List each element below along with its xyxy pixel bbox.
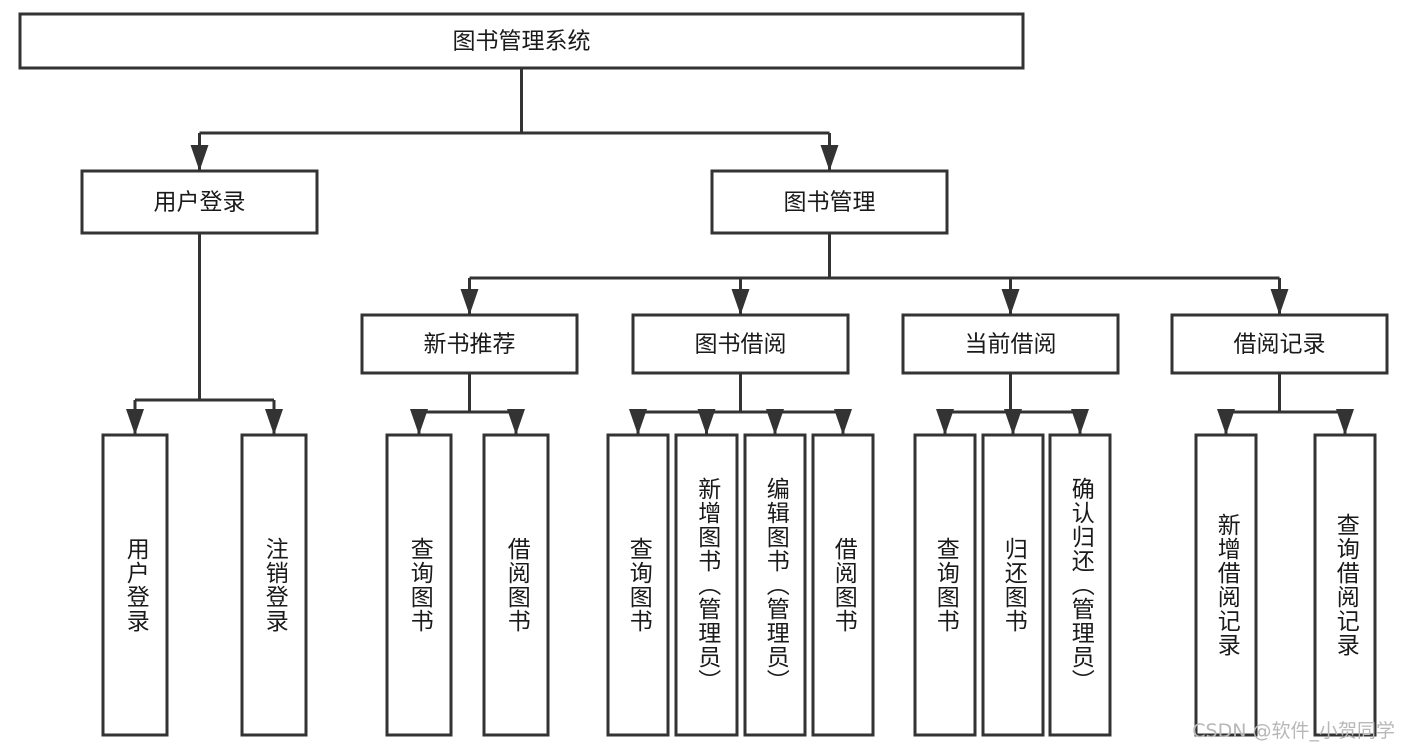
node-box-leaf-query-book-current[interactable] [913, 433, 977, 737]
node-label-book-manage: 图书管理 [784, 190, 876, 216]
node-box-leaf-query-book-recommend[interactable] [385, 433, 453, 737]
arrow-head-icon-leaf-borrow-book [834, 409, 852, 435]
node-box-leaf-user-login[interactable] [101, 433, 169, 737]
boxes-layer [18, 12, 1389, 737]
watermark-text: CSDN @软件_小贺同学 [1192, 720, 1395, 742]
arrow-head-icon-user-login [190, 145, 209, 171]
connectors-layer [126, 68, 1354, 435]
node-box-new-book-recommend[interactable] [360, 313, 579, 375]
node-box-leaf-borrow-book[interactable] [811, 433, 875, 737]
node-box-leaf-edit-book-admin[interactable] [743, 433, 807, 737]
arrow-head-icon-leaf-confirm-return-admin [1071, 409, 1089, 435]
arrow-head-icon-book-manage [820, 145, 839, 171]
arrow-head-icon-leaf-query-book-recommend [410, 409, 428, 435]
arrow-head-icon-leaf-return-book [1004, 409, 1022, 435]
arrow-head-icon-book-borrow [731, 289, 750, 315]
node-label-root: 图书管理系统 [453, 29, 591, 55]
node-box-leaf-query-borrow-record[interactable] [1313, 433, 1377, 737]
arrow-head-icon-current-borrow [1001, 289, 1020, 315]
node-label-book-borrow: 图书借阅 [695, 332, 787, 358]
arrow-head-icon-leaf-add-book-admin [697, 409, 716, 435]
node-box-user-login[interactable] [80, 169, 319, 235]
arrow-head-icon-leaf-borrow-book-recommend [507, 409, 525, 435]
node-box-leaf-logout[interactable] [240, 433, 308, 737]
node-box-leaf-query-book-borrow[interactable] [606, 433, 670, 737]
arrow-head-icon-leaf-query-borrow-record [1336, 409, 1354, 435]
node-label-borrow-record: 借阅记录 [1234, 332, 1326, 358]
arrow-head-icon-new-book-recommend [460, 289, 479, 315]
node-box-root[interactable] [18, 12, 1025, 70]
node-box-book-borrow[interactable] [631, 313, 850, 375]
arrow-head-icon-leaf-user-login [126, 409, 144, 435]
arrow-head-icon-leaf-query-book-current [936, 409, 954, 435]
node-label-new-book-recommend: 新书推荐 [424, 332, 516, 358]
node-box-borrow-record[interactable] [1170, 313, 1389, 375]
arrow-head-icon-leaf-query-book-borrow [629, 409, 647, 435]
node-box-leaf-return-book[interactable] [981, 433, 1045, 737]
node-box-current-borrow[interactable] [901, 313, 1120, 375]
node-box-leaf-borrow-book-recommend[interactable] [482, 433, 550, 737]
arrow-head-icon-leaf-edit-book-admin [766, 409, 784, 435]
node-label-user-login: 用户登录 [154, 190, 246, 216]
arrow-head-icon-leaf-logout [265, 409, 283, 435]
arrow-head-icon-borrow-record [1270, 289, 1289, 315]
node-box-leaf-confirm-return-admin[interactable] [1048, 433, 1112, 737]
arrow-head-icon-leaf-add-borrow-record [1217, 409, 1235, 435]
node-box-book-manage[interactable] [710, 169, 949, 235]
node-box-leaf-add-book-admin[interactable] [674, 433, 739, 737]
node-box-leaf-add-borrow-record[interactable] [1194, 433, 1258, 737]
node-label-current-borrow: 当前借阅 [965, 332, 1057, 358]
